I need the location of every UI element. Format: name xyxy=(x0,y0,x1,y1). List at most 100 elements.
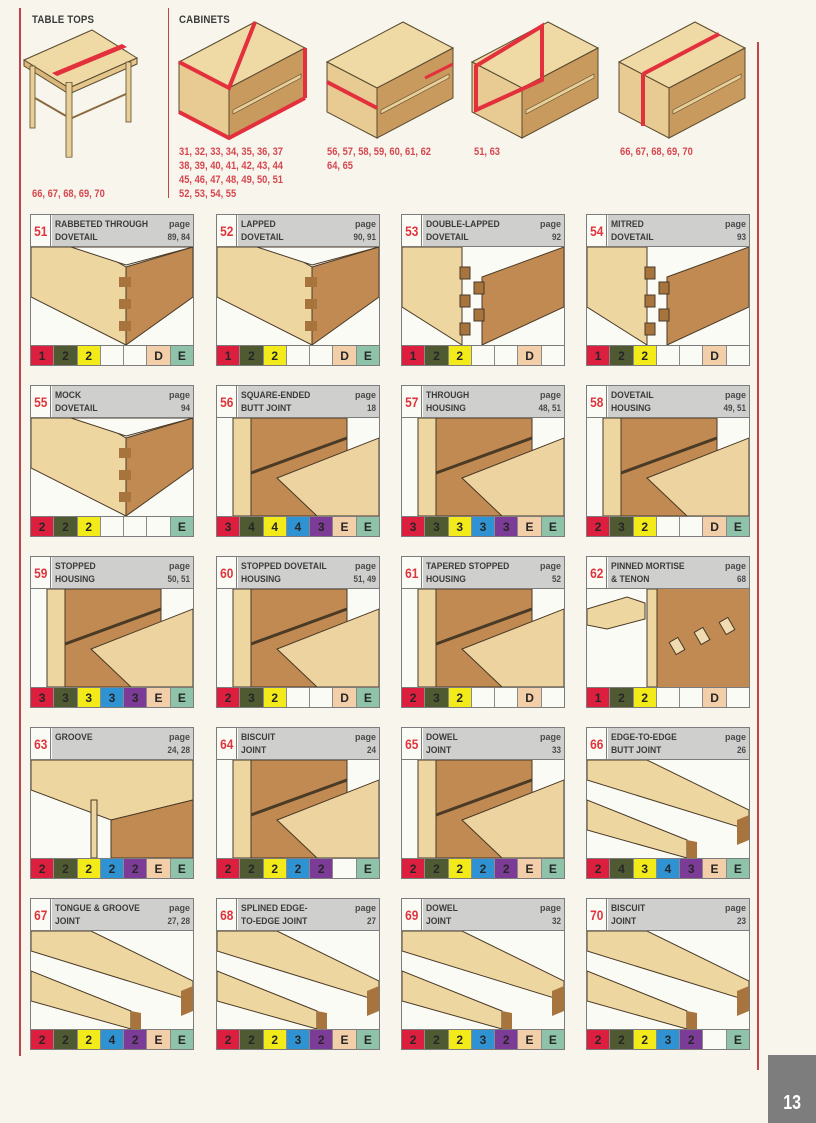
joint-illustration-svg xyxy=(217,247,379,345)
rating-cell xyxy=(495,688,519,707)
joint-title-box: TONGUE & GROOVE JOINT page 27, 28 xyxy=(52,899,193,930)
rating-cell: 2 xyxy=(448,346,472,365)
page-label: page xyxy=(354,732,376,742)
rating-cell: 3 xyxy=(656,1030,681,1049)
joint-card-header: 58 DOVETAIL HOUSING page 49, 51 xyxy=(587,386,749,418)
rating-cell xyxy=(680,346,704,365)
joint-illustration-svg xyxy=(232,589,379,687)
joint-number: 68 xyxy=(217,899,237,930)
joint-title-box: TAPERED STOPPED HOUSING page 52 xyxy=(423,557,564,588)
rating-cell xyxy=(286,346,311,365)
joint-illustration-svg xyxy=(587,931,749,1029)
joint-card-header: 68 SPLINED EDGE- TO-EDGE JOINT page 27 xyxy=(217,899,379,931)
page-refs: 18 xyxy=(366,403,376,413)
joint-number: 69 xyxy=(402,899,422,930)
rating-cell: 2 xyxy=(471,859,496,878)
rating-cell xyxy=(541,346,564,365)
page-label: page xyxy=(724,903,746,913)
joint-title-box: GROOVE page 24, 28 xyxy=(52,728,193,759)
joint-illustration xyxy=(587,931,749,1029)
joint-illustration xyxy=(402,247,564,345)
rating-cell xyxy=(286,688,311,707)
rating-cell xyxy=(541,688,564,707)
joint-number-text: 63 xyxy=(33,735,48,752)
rating-cell: 2 xyxy=(124,859,148,878)
joint-illustration-svg xyxy=(31,760,193,858)
rating-cell: 2 xyxy=(217,1030,241,1049)
rating-cell: E xyxy=(541,517,564,536)
joint-illustration-svg xyxy=(217,931,379,1029)
joint-number-text: 52 xyxy=(219,222,234,239)
right-margin-rule xyxy=(757,42,759,1070)
joint-number-text: 65 xyxy=(404,735,419,752)
rating-cell: D xyxy=(518,346,542,365)
rating-cell: 2 xyxy=(425,346,449,365)
joint-number-text: 53 xyxy=(404,222,419,239)
joint-illustration xyxy=(31,247,193,345)
rating-cell: E xyxy=(541,859,564,878)
joint-card-header: 51 RABBETED THROUGH DOVETAIL page 89, 84 xyxy=(31,215,193,247)
rating-cell: 3 xyxy=(495,517,519,536)
rating-cell: 4 xyxy=(610,859,634,878)
cabinets-refs-group-1: 31, 32, 33, 34, 35, 36, 37 38, 39, 40, 4… xyxy=(179,146,283,200)
joint-title: LAPPED DOVETAIL xyxy=(241,219,284,243)
page-number: 13 xyxy=(783,1091,801,1114)
rating-cell: E xyxy=(703,859,727,878)
rating-cell: 2 xyxy=(495,1030,519,1049)
page-label: page xyxy=(354,219,376,229)
joint-illustration xyxy=(217,589,379,687)
page-refs: 24, 28 xyxy=(167,745,190,755)
joint-illustration xyxy=(217,247,379,345)
joint-number-text: 62 xyxy=(589,564,604,581)
joint-illustration-svg xyxy=(587,760,749,858)
joint-illustration-svg xyxy=(602,418,749,516)
page-refs: 26 xyxy=(736,745,746,755)
page-refs: 50, 51 xyxy=(167,574,190,584)
joint-number: 58 xyxy=(587,386,607,417)
rating-cell: E xyxy=(726,859,749,878)
table-tops-heading: TABLE TOPS xyxy=(32,14,95,26)
rating-cell: 2 xyxy=(587,1030,611,1049)
joint-illustration-svg xyxy=(46,589,193,687)
rating-cell: 2 xyxy=(263,688,287,707)
rating-cell: 2 xyxy=(31,859,55,878)
joint-number-text: 57 xyxy=(404,393,419,410)
joint-number-text: 55 xyxy=(33,393,48,410)
rating-cell xyxy=(471,346,496,365)
page-refs: 94 xyxy=(180,403,190,413)
joint-number: 63 xyxy=(31,728,51,759)
joint-title-box: DOWEL JOINT page 33 xyxy=(423,728,564,759)
rating-cell: E xyxy=(518,859,542,878)
joint-illustration xyxy=(587,589,749,687)
joint-number: 64 xyxy=(217,728,237,759)
rating-cell: E xyxy=(356,346,379,365)
rating-cell: 2 xyxy=(402,688,426,707)
joint-number-text: 56 xyxy=(219,393,234,410)
rating-cell: 3 xyxy=(31,688,55,707)
joint-title-box: PINNED MORTISE & TENON page 68 xyxy=(608,557,749,588)
rating-cell: 1 xyxy=(402,346,426,365)
rating-cell: 2 xyxy=(217,688,241,707)
joint-number-text: 59 xyxy=(33,564,48,581)
rating-cell: 2 xyxy=(587,517,611,536)
rating-cell: 3 xyxy=(471,1030,496,1049)
joint-number: 65 xyxy=(402,728,422,759)
cabinet-illustration-1 xyxy=(177,21,307,140)
joint-card-header: 64 BISCUIT JOINT page 24 xyxy=(217,728,379,760)
joint-card-header: 69 DOWEL JOINT page 32 xyxy=(402,899,564,931)
joint-number-text: 64 xyxy=(219,735,234,752)
page-label: page xyxy=(354,903,376,913)
table-illustration xyxy=(22,29,139,158)
rating-cell: 2 xyxy=(240,1030,264,1049)
joint-number-text: 67 xyxy=(33,906,48,923)
